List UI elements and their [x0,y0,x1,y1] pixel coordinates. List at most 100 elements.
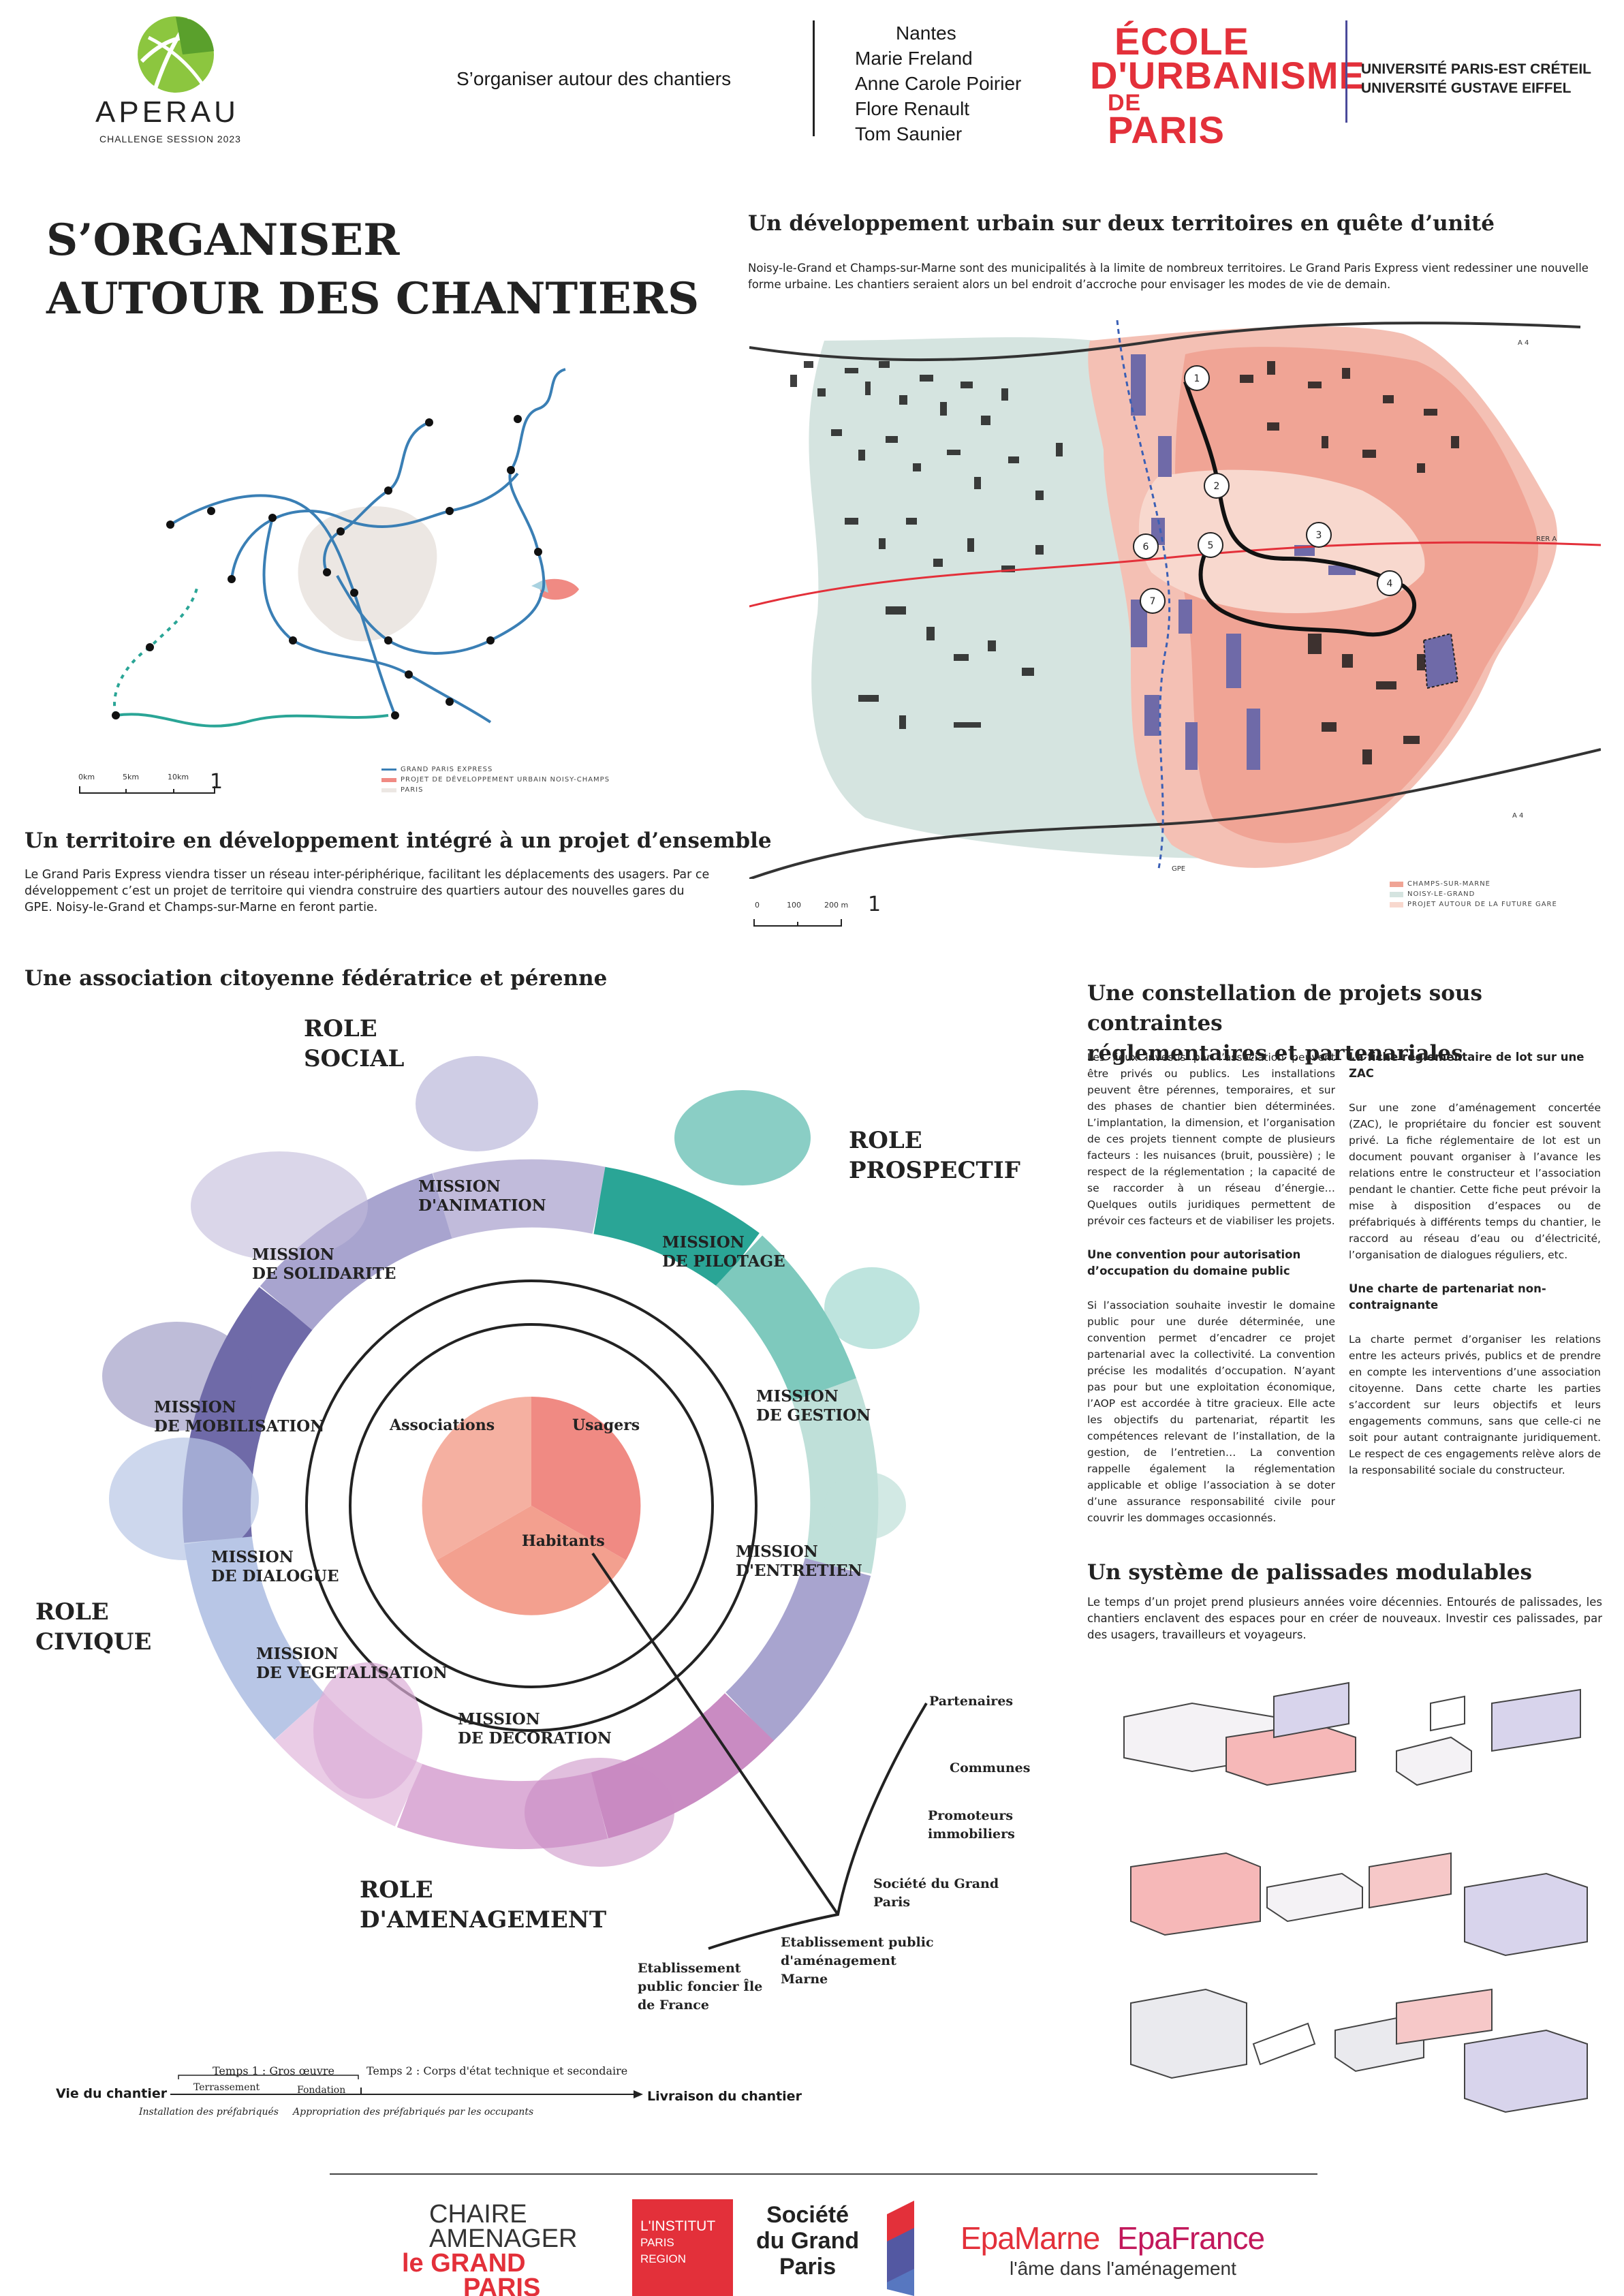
chaire-line: CHAIRE [429,2200,527,2229]
actor-label: Promoteurs immobiliers [928,1808,1015,1842]
eup-line: PARIS [1108,108,1225,151]
network-scale-bar [79,786,215,794]
network-text: Le Grand Paris Express viendra tisser un… [25,868,710,914]
pie-label: Habitants [522,1532,605,1550]
actor-label: Etablissement public foncier Île de Fran… [638,1961,763,2013]
palissades-illustrations [1123,1681,1588,2113]
legend-swatch-champs [1390,881,1403,887]
footer-divider [330,2173,1317,2175]
timeline-bracket [178,2075,359,2079]
urban-scale-label: 100 [787,901,801,910]
legend-label: CHAMPS-SUR-MARNE [1407,880,1490,888]
actor-label: Etablissement public d'aménagement Marne [781,1935,934,1987]
legend-label: PROJET AUTOUR DE LA FUTURE GARE [1407,901,1557,908]
header-authors: Nantes Marie Freland Anne Carole Poirier… [855,20,1021,146]
station-number: 1 [1194,373,1200,384]
institut-paris-region-logo: L'INSTITUT PARIS REGION [632,2199,733,2296]
eup-line: ÉCOLE [1114,20,1249,63]
sgp-line: Société [766,2202,849,2228]
road-label: A 4 [1518,339,1529,347]
road-label: A 4 [1512,812,1523,820]
role-line: PROSPECTIF [849,1157,1020,1184]
role-civique: ROLE CIVIQUE [35,1597,151,1657]
actor-label: Communes [950,1760,1031,1775]
road-label: RER A [1536,536,1557,543]
eup-divider [1345,20,1347,123]
role-social: ROLE SOCIAL [304,1014,404,1074]
epa-tagline: l'âme dans l'aménagement [1010,2258,1236,2279]
role-line: ROLE [304,1015,377,1042]
societe-grand-paris-logo: Société du Grand Paris [756,2202,859,2280]
col2-subheading-2: Une charte de partenariat non-contraigna… [1349,1282,1546,1312]
mission-mobilisation: MISSION DE MOBILISATION [154,1398,324,1436]
mission-line: MISSION [211,1548,294,1566]
col1-subheading: Une convention pour autorisation d’occup… [1087,1248,1301,1277]
heading-line: Une constellation de projets sous contra… [1087,981,1482,1036]
legend-line-gpe [381,769,396,771]
mission-line: DE SOLIDARITE [252,1265,396,1283]
network-north-mark: 1 [210,770,223,794]
station-number: 5 [1208,540,1214,551]
mission-line: D'ANIMATION [418,1196,546,1215]
timeline-appropriation: Appropriation des préfabriqués par les o… [293,2107,534,2117]
mission-line: MISSION [418,1177,501,1196]
legend-swatch-project [381,777,396,782]
urban-scale-bar [753,919,842,927]
chaire-line: le GRAND [402,2249,526,2278]
network-legend: GRAND PARIS EXPRESS PROJET DE DÉVELOPPEM… [381,766,610,794]
mission-animation: MISSION D'ANIMATION [418,1177,546,1215]
urban-scale-label: 0 [755,901,760,910]
aperau-name: APERAU [95,95,239,129]
mission-solidarite: MISSION DE SOLIDARITE [252,1245,396,1284]
station-number: 2 [1214,481,1220,492]
page-title: S’ORGANISER AUTOUR DES CHANTIERS [46,211,699,328]
urban-map-text: Noisy-le-Grand et Champs-sur-Marne sont … [748,262,1589,291]
mission-pilotage: MISSION DE PILOTAGE [662,1233,785,1271]
col2-subheading: La fiche réglementaire de lot sur une ZA… [1349,1051,1584,1080]
pie-label: Usagers [572,1416,640,1434]
mission-line: MISSION [458,1710,540,1728]
legend-label: GRAND PARIS EXPRESS [401,766,493,773]
mission-line: DE GESTION [756,1406,871,1425]
palissades-heading: Un système de palissades modulables [1087,1560,1532,1585]
mission-entretien: MISSION D'ENTRETIEN [736,1542,862,1581]
actor-label: Partenaires [929,1694,1014,1709]
association-heading: Une association citoyenne fédératrice et… [25,966,608,991]
col2-text: Sur une zone d’aménagement concertée (ZA… [1349,1102,1601,1261]
timeline-fondation: Fondation [297,2085,346,2096]
mission-line: MISSION [736,1542,818,1561]
institut-line: L'INSTITUT [640,2218,716,2234]
mission-line: MISSION [256,1645,339,1663]
mission-line: MISSION [662,1233,745,1252]
urban-map-heading: Un développement urbain sur deux territo… [748,211,1495,236]
mission-dialogue: MISSION DE DIALOGUE [211,1548,339,1586]
mission-line: D'ENTRETIEN [736,1562,862,1580]
legend-swatch-noisy [1390,891,1403,897]
station-number: 6 [1143,542,1149,553]
title-line: AUTOUR DES CHANTIERS [46,273,700,324]
timeline-terrassement: Terrassement [193,2082,260,2093]
epa-logo: EpaMarne EpaFrance [961,2220,1265,2256]
role-line: ROLE [360,1876,433,1904]
timeline-temps2: Temps 2 : Corps d'état technique et seco… [366,2064,628,2077]
station-number: 7 [1150,596,1156,607]
university-names: UNIVERSITÉ PARIS-EST CRÉTEIL UNIVERSITÉ … [1361,60,1591,98]
col2-text-2: La charte permet d’organiser les relatio… [1349,1333,1601,1476]
epa-france: EpaFrance [1117,2220,1265,2256]
institut-line: REGION [640,2252,687,2265]
role-line: ROLE [849,1127,922,1154]
missions-ring-diagram [102,1056,928,1950]
col1-intro: Les lieux investis par l’association peu… [1087,1051,1335,1227]
header-subject: S’organiser autour des chantiers [456,68,732,89]
timeline-end: Livraison du chantier [647,2089,802,2104]
network-scale-label: 5km [123,773,140,781]
legend-label: NOISY-LE-GRAND [1407,890,1475,898]
eup-line: D'URBANISME [1090,54,1365,97]
sgp-line: du Grand [756,2228,860,2254]
mission-line: MISSION [756,1387,839,1406]
aperau-globe-icon [138,16,214,93]
road-label: GPE [1172,865,1185,873]
university-line: UNIVERSITÉ GUSTAVE EIFFEL [1361,80,1572,96]
actor-label: Société du Grand Paris [873,1876,999,1910]
mission-line: DE DECORATION [458,1729,612,1748]
